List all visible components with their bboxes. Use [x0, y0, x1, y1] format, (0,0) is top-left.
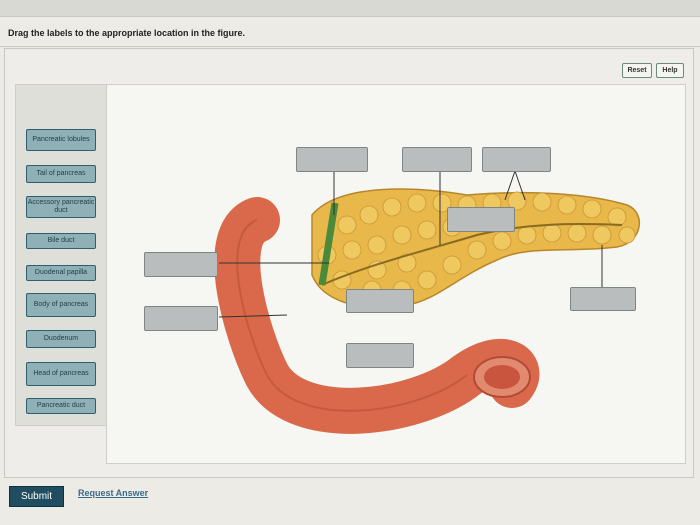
anatomy-figure: [106, 84, 686, 464]
label-bank: Pancreatic lobules Tail of pancreas Acce…: [15, 84, 107, 426]
pancreatic-duct-line: [321, 223, 623, 286]
label-chip-accessory-pancreatic-duct[interactable]: Accessory pancreatic duct: [26, 196, 96, 218]
drop-target-2[interactable]: [402, 147, 472, 172]
drop-target-4[interactable]: [447, 207, 515, 232]
drop-target-3[interactable]: [482, 147, 551, 172]
label-chip-pancreatic-duct[interactable]: Pancreatic duct: [26, 398, 96, 414]
label-chip-bile-duct[interactable]: Bile duct: [26, 233, 96, 249]
drop-target-9[interactable]: [346, 343, 414, 368]
label-chip-duodenum[interactable]: Duodenum: [26, 330, 96, 348]
reset-button[interactable]: Reset: [622, 63, 652, 78]
label-chip-head-of-pancreas[interactable]: Head of pancreas: [26, 362, 96, 386]
instruction-text: Drag the labels to the appropriate locat…: [8, 28, 246, 38]
drop-target-8[interactable]: [144, 306, 218, 331]
drop-target-6[interactable]: [346, 289, 414, 313]
drop-target-5[interactable]: [144, 252, 218, 277]
pancreas-illustration: [214, 170, 641, 434]
drop-target-7[interactable]: [570, 287, 636, 311]
divider: [0, 46, 700, 47]
drop-target-1[interactable]: [296, 147, 368, 172]
label-chip-duodenal-papilla[interactable]: Duodenal papilla: [26, 265, 96, 281]
label-chip-body-of-pancreas[interactable]: Body of pancreas: [26, 293, 96, 317]
label-chip-pancreatic-lobules[interactable]: Pancreatic lobules: [26, 129, 96, 151]
window-top-bar: [0, 0, 700, 17]
submit-button[interactable]: Submit: [9, 486, 64, 507]
help-button[interactable]: Help: [656, 63, 684, 78]
bile-duct-line: [318, 202, 339, 286]
request-answer-link[interactable]: Request Answer: [78, 488, 149, 498]
label-chip-tail-of-pancreas[interactable]: Tail of pancreas: [26, 165, 96, 183]
